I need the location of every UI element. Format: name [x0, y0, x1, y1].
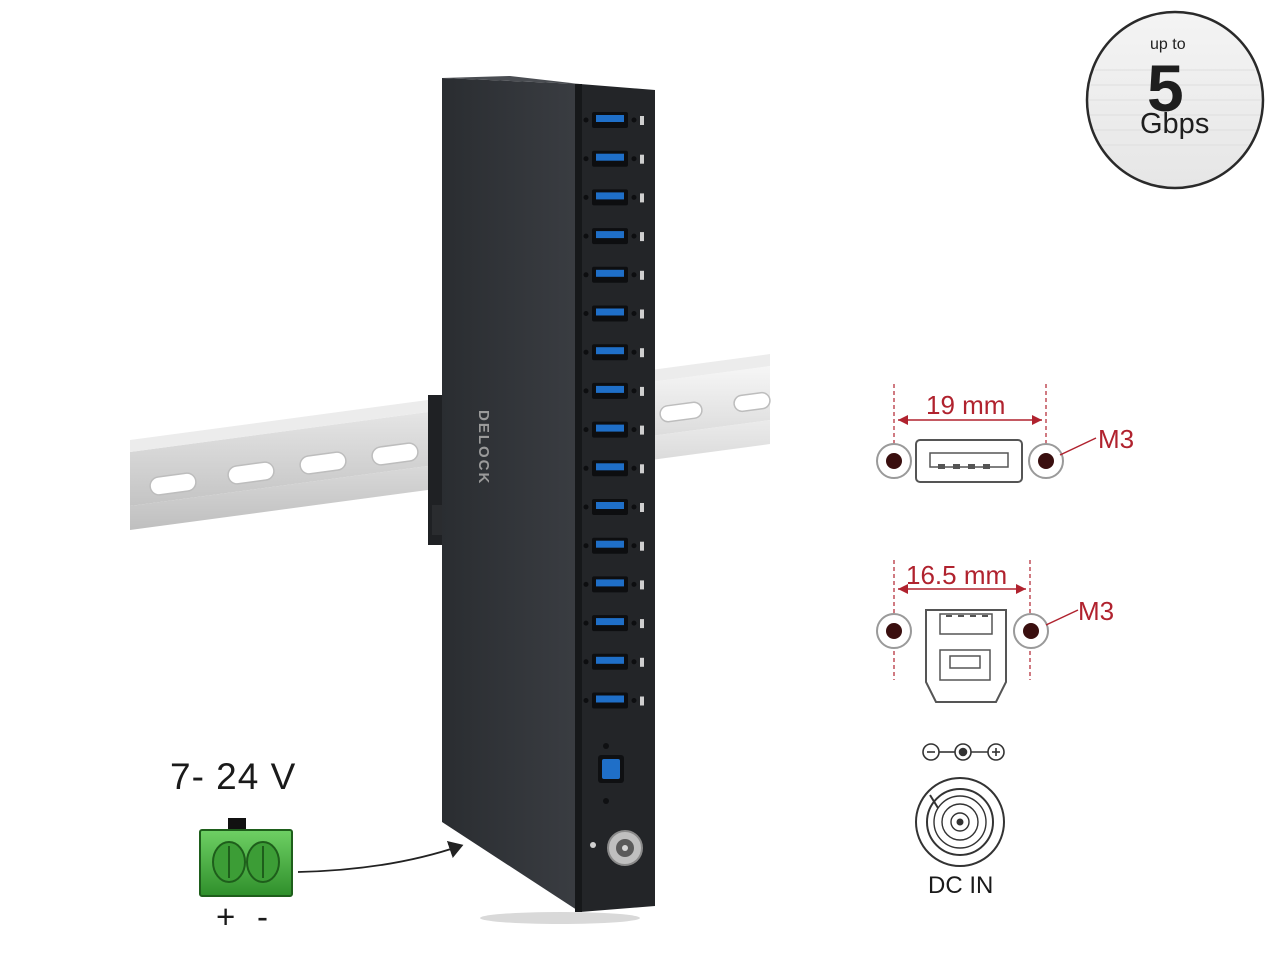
usb-a-dimension-diagram: [876, 384, 1097, 483]
usb-b-dimension-diagram: [876, 560, 1079, 703]
usb-a-port: [583, 382, 644, 399]
usb-a-screw-label: M3: [1098, 424, 1135, 454]
usb-a-port: [583, 150, 644, 167]
usb-a-width-label: 19 mm: [926, 390, 1006, 420]
voltage-label: 7- 24 V: [170, 756, 297, 797]
usb-a-port-column: [583, 112, 644, 709]
usb-a-port: [583, 460, 644, 477]
terminal-plus-label: +: [216, 898, 236, 935]
usb-a-port: [583, 537, 644, 554]
speed-badge-prefix: up to: [1150, 36, 1186, 53]
brand-logo: DELOCK: [475, 410, 492, 486]
usb-a-port: [583, 266, 644, 283]
usb-a-port: [583, 305, 644, 322]
dc-socket-icon: [915, 777, 1005, 867]
usb-b-width-label: 16.5 mm: [906, 560, 1008, 590]
usb-a-port: [583, 576, 644, 593]
usb-a-port: [583, 653, 644, 670]
usb-a-port: [583, 189, 644, 206]
usb-a-port: [583, 615, 644, 632]
speed-badge-unit: Gbps: [1140, 108, 1210, 140]
dc-in-label: DC IN: [928, 872, 994, 899]
usb-a-port: [583, 421, 644, 438]
usb-b-upstream-port: [598, 743, 624, 804]
dc-polarity-icon: [922, 743, 1005, 761]
usb-a-port: [583, 499, 644, 515]
usb-a-port: [583, 692, 644, 709]
speed-badge-value: 5: [1147, 51, 1185, 125]
hub-dc-socket-icon: [590, 830, 643, 866]
usb-a-port: [583, 228, 644, 245]
usb-b-screw-label: M3: [1078, 596, 1115, 626]
usb-a-port: [583, 112, 644, 128]
connection-arrow: [297, 840, 464, 873]
terminal-block-icon: [199, 818, 293, 897]
usb-a-port: [583, 344, 644, 361]
speed-badge-icon: [1085, 10, 1265, 190]
terminal-minus-label: -: [257, 898, 268, 935]
